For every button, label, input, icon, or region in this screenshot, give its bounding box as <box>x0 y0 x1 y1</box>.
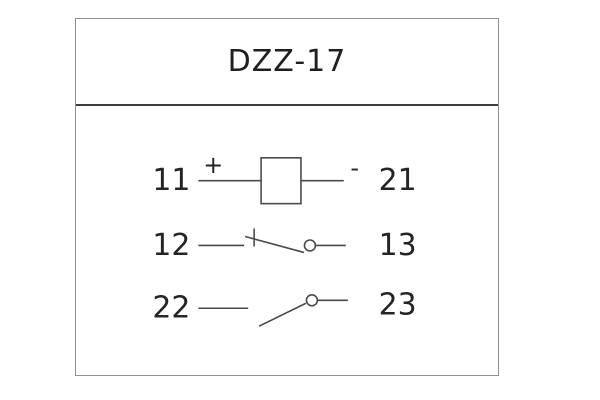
relay-model-title: DZZ-17 <box>227 44 347 79</box>
contact2-pivot-circle <box>305 294 319 307</box>
contact2-blade <box>258 302 307 327</box>
relay-diagram-box: DZZ-17 11 + - 21 12 13 2 <box>75 18 499 376</box>
title-section: DZZ-17 <box>76 19 498 106</box>
polarity-plus-label: + <box>203 151 223 179</box>
contact1-blade <box>244 235 305 254</box>
coil-symbol <box>260 157 302 205</box>
relay-schematic: 11 + - 21 12 13 22 <box>152 151 417 327</box>
terminal-label-22: 22 <box>152 291 190 326</box>
polarity-minus-label: - <box>350 154 359 182</box>
terminal-label-23: 23 <box>379 288 417 323</box>
terminal-label-21: 21 <box>379 163 417 198</box>
terminal-label-13: 13 <box>379 228 417 263</box>
contact1-pivot-circle <box>303 239 317 252</box>
terminal-label-12: 12 <box>152 228 190 263</box>
schematic-section: 11 + - 21 12 13 22 <box>76 106 498 375</box>
terminal-label-11: 11 <box>152 163 190 198</box>
